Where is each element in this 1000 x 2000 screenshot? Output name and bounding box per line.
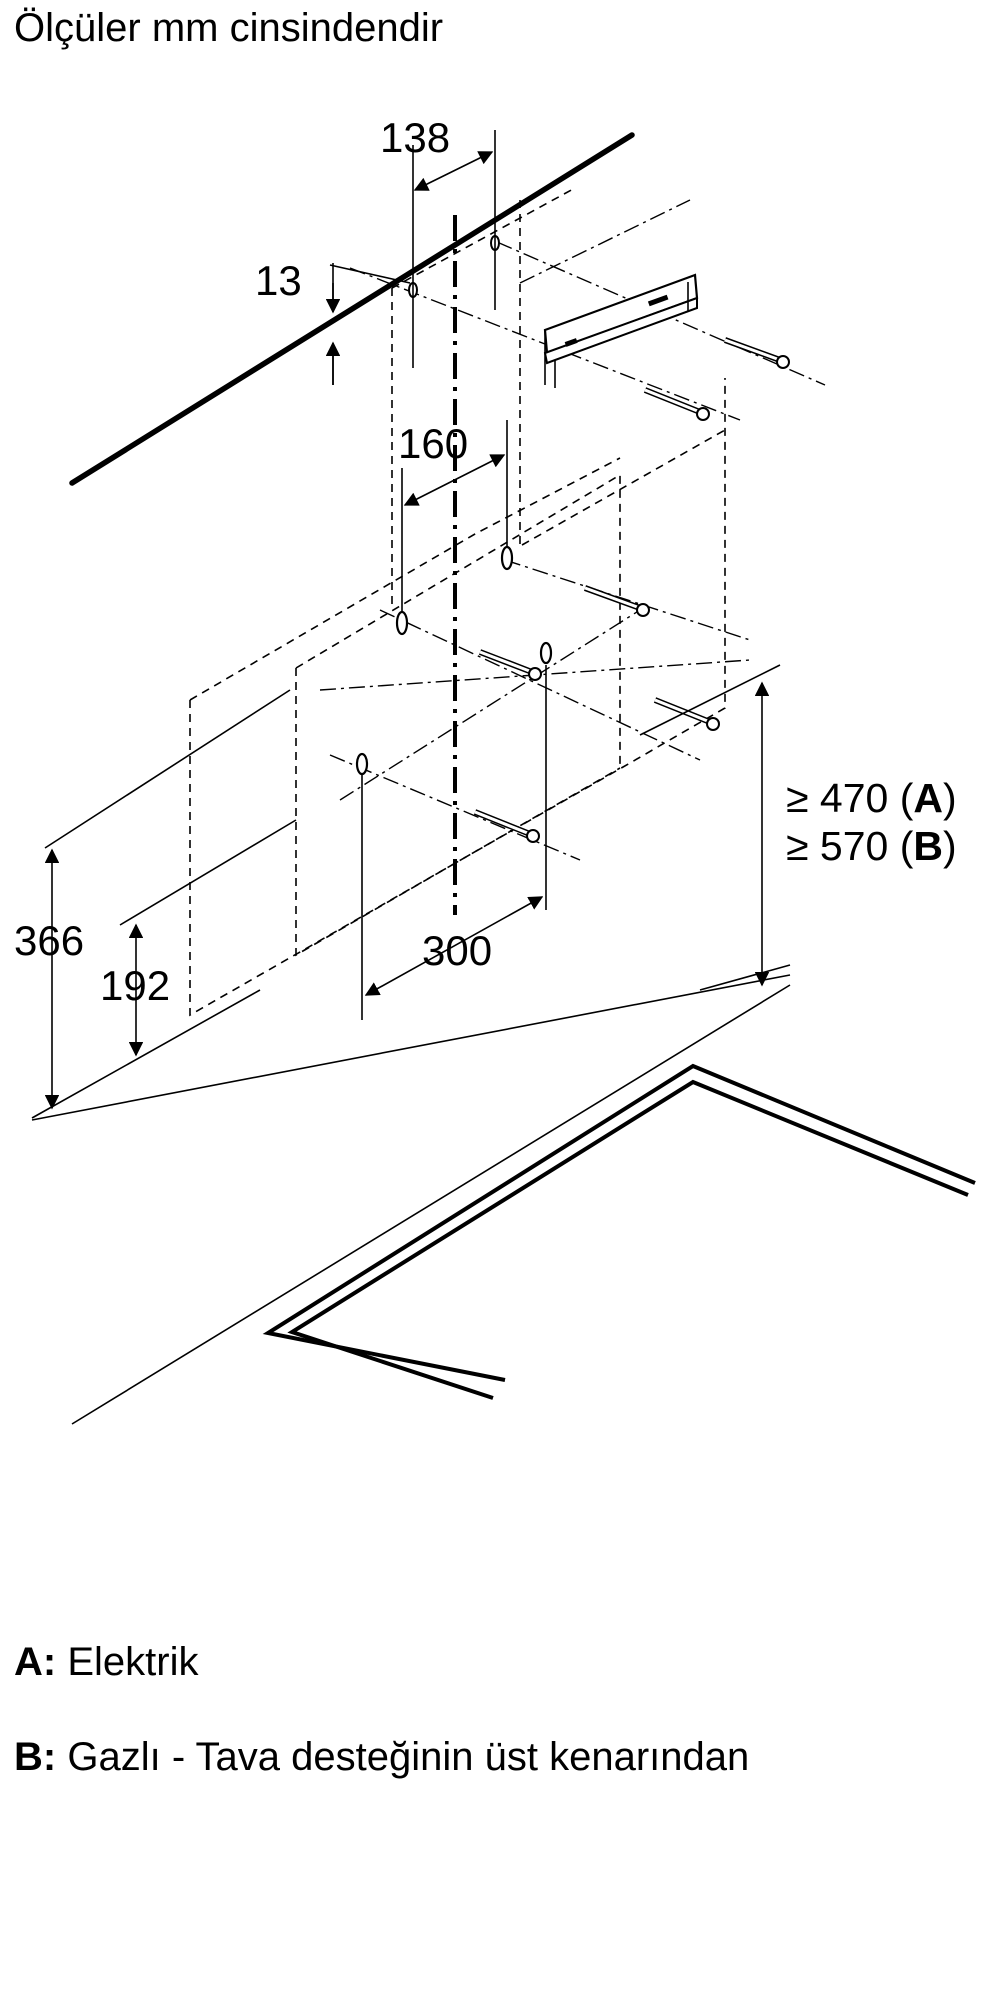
clearance-a-key: A — [913, 775, 943, 821]
clearance-b-suffix: ) — [942, 823, 957, 869]
legend-item-a: A: Elektrik — [14, 1640, 198, 1685]
screw-icon — [583, 585, 650, 617]
legend-key-b: B: — [14, 1735, 57, 1779]
dimension-300: 300 — [361, 665, 547, 1020]
dimension-160: 160 — [398, 420, 508, 612]
legend-key-a: A: — [14, 1640, 57, 1684]
dimension-138: 138 — [380, 114, 496, 368]
screw-icon — [473, 809, 540, 843]
dimension-label-160: 160 — [398, 420, 468, 467]
screw-icon — [723, 337, 790, 369]
ceiling-line — [69, 132, 635, 486]
clearance-b-key: B — [913, 823, 943, 869]
legend-text-a: Elektrik — [67, 1640, 199, 1684]
clearance-a-prefix: ≥ 470 ( — [786, 775, 914, 821]
worktop-edge — [31, 974, 791, 1425]
legend-item-b: B: Gazlı - Tava desteğinin üst kenarında… — [14, 1735, 749, 1780]
hob-outline — [262, 1063, 976, 1400]
screw-icon — [653, 697, 720, 731]
wall-bracket — [543, 273, 699, 388]
screw-icon — [478, 649, 542, 681]
dimension-label-192: 192 — [100, 962, 170, 1009]
dimension-192: 192 — [100, 819, 297, 1057]
page-title: Ölçüler mm cinsindendir — [14, 6, 444, 50]
dimension-label-138: 138 — [380, 114, 450, 161]
clearance-a-suffix: ) — [942, 775, 957, 821]
clearance-b-prefix: ≥ 570 ( — [786, 823, 914, 869]
dimension-label-300: 300 — [422, 927, 492, 974]
installation-diagram: 138 13 160 300 366 192 — [14, 114, 976, 1425]
legend-text-b: Gazlı - Tava desteğinin üst kenarından — [67, 1735, 750, 1779]
clearance-label-b: ≥ 570 (B) — [786, 823, 957, 870]
screw-icon — [643, 387, 710, 421]
hood-outline — [189, 187, 726, 1017]
dimension-366: 366 — [14, 689, 291, 1119]
dimension-label-13: 13 — [255, 257, 302, 304]
construction-lines — [319, 199, 826, 861]
clearance-dimension — [639, 664, 791, 991]
dimension-label-366: 366 — [14, 917, 84, 964]
clearance-label-a: ≥ 470 (A) — [786, 775, 957, 822]
dimension-13: 13 — [255, 257, 411, 385]
